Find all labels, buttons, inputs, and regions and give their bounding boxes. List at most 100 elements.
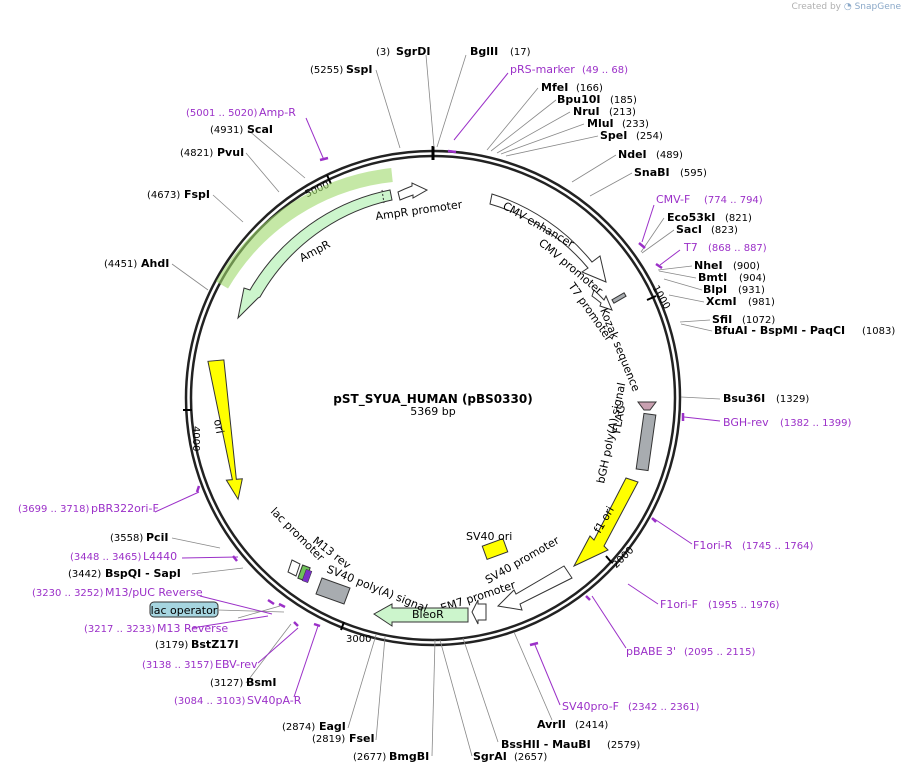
- lac-promoter-block: [287, 559, 301, 577]
- svg-text:SgrDI: SgrDI: [396, 45, 430, 58]
- enzyme-sfii[interactable]: SfiI(1072): [712, 313, 775, 326]
- cmv-enhancer-arrow: [489, 193, 607, 283]
- enzyme-pcii[interactable]: (3558)PciI: [110, 531, 168, 544]
- svg-text:(3217 .. 3233): (3217 .. 3233): [84, 624, 156, 635]
- primer-pbabe-3[interactable]: pBABE 3'(2095 .. 2115): [626, 645, 756, 658]
- primer-m13-puc-reverse[interactable]: (3230 .. 3252)M13/pUC Reverse: [32, 586, 203, 599]
- ori-label: ori: [211, 418, 226, 434]
- svg-text:(1072): (1072): [742, 315, 775, 326]
- svg-text:BfuAI - BspMI - PaqCI: BfuAI - BspMI - PaqCI: [714, 324, 845, 337]
- enzyme-drui[interactable]: NruI(213): [573, 105, 636, 118]
- lac-operator-leader: [217, 609, 285, 613]
- svg-text:(4821): (4821): [180, 148, 213, 159]
- primer-l4440[interactable]: (3448 .. 3465)L4440: [70, 550, 177, 563]
- plasmid-length: 5369 bp: [410, 405, 455, 418]
- t7-promoter-block: [611, 292, 627, 304]
- svg-text:NheI: NheI: [694, 259, 723, 272]
- svg-text:BlpI: BlpI: [703, 283, 727, 296]
- svg-text:ScaI: ScaI: [247, 123, 273, 136]
- svg-text:(2657): (2657): [514, 752, 547, 763]
- enzyme-eagi[interactable]: (2874) EagI: [282, 720, 346, 733]
- svg-text:EagI: EagI: [319, 720, 346, 733]
- svg-text:XcmI: XcmI: [706, 295, 737, 308]
- svg-text:(185): (185): [610, 95, 637, 106]
- svg-text:(2874): (2874): [282, 722, 315, 733]
- primer-f1ori-f[interactable]: F1ori-F(1955 .. 1976): [660, 598, 780, 611]
- enzyme-bpu10i[interactable]: Bpu10I(185): [557, 93, 637, 106]
- svg-text:(2095 .. 2115): (2095 .. 2115): [684, 647, 756, 658]
- enzyme-sgrai[interactable]: SgrAI(2657): [473, 750, 547, 763]
- tick-label-2000: 2000: [611, 545, 637, 571]
- primer-t7[interactable]: T7(868 .. 887): [683, 241, 767, 254]
- primer-sv40pa-r[interactable]: (3084 .. 3103)SV40pA-R: [174, 694, 302, 707]
- enzyme-bfuai-bspmi-paqci[interactable]: BfuAI - BspMI - PaqCI(1083): [714, 324, 895, 337]
- primer-amp-r[interactable]: (5001 .. 5020)Amp-R: [186, 106, 296, 119]
- enzyme-ndei[interactable]: NdeI(489): [618, 148, 683, 161]
- svg-text:(3448 .. 3465): (3448 .. 3465): [70, 552, 142, 563]
- svg-text:(823): (823): [711, 225, 738, 236]
- svg-text:CMV-F: CMV-F: [656, 193, 690, 206]
- enzyme-avrii[interactable]: AvrII(2414): [537, 718, 608, 731]
- enzyme-xcmi[interactable]: XcmI(981): [706, 295, 775, 308]
- enzyme-blpi[interactable]: BlpI(931): [703, 283, 765, 296]
- primer-m13-reverse[interactable]: (3217 .. 3233)M13 Reverse: [84, 622, 228, 635]
- svg-text:MfeI: MfeI: [541, 81, 568, 94]
- enzyme-bsmi[interactable]: (3127)BsmI: [210, 676, 277, 689]
- enzyme-pvui[interactable]: (4821)PvuI: [180, 146, 244, 159]
- primer-ebv-rev[interactable]: (3138 .. 3157)EBV-rev: [142, 658, 258, 671]
- enzyme-snabi[interactable]: SnaBI(595): [634, 166, 707, 179]
- enzyme-scai[interactable]: (4931) ScaI: [210, 123, 273, 136]
- svg-text:(3230 .. 3252): (3230 .. 3252): [32, 588, 104, 599]
- enzyme-bsu36i[interactable]: Bsu36I(1329): [723, 392, 809, 405]
- ampr-promoter-arrow: [397, 182, 429, 201]
- primer-prs-marker[interactable]: pRS-marker(49 .. 68): [510, 63, 628, 76]
- enzyme-sgrdi[interactable]: (3)SgrDI: [376, 45, 430, 58]
- svg-text:(868 .. 887): (868 .. 887): [708, 243, 767, 254]
- enzyme-bsshii-maubi[interactable]: BssHII - MauBI(2579): [501, 738, 640, 751]
- primer-sv40pro-f[interactable]: SV40pro-F(2342 .. 2361): [562, 700, 700, 713]
- svg-text:(2342 .. 2361): (2342 .. 2361): [628, 702, 700, 713]
- enzyme-bmgbi[interactable]: (2677)BmgBI: [353, 750, 429, 763]
- enzyme-bglii[interactable]: BglII(17): [470, 45, 531, 58]
- em7-promoter-arrow: [471, 599, 487, 625]
- svg-text:(2819): (2819): [312, 734, 345, 745]
- svg-text:NruI: NruI: [573, 105, 600, 118]
- svg-text:(49 .. 68): (49 .. 68): [582, 65, 628, 76]
- svg-text:(2579): (2579): [607, 740, 640, 751]
- svg-text:Amp-R: Amp-R: [259, 106, 296, 119]
- svg-text:(1745 .. 1764): (1745 .. 1764): [742, 541, 814, 552]
- enzyme-spei[interactable]: SpeI(254): [600, 129, 663, 142]
- sv40-ori-label: SV40 ori: [466, 530, 512, 543]
- primer-cmv-f[interactable]: CMV-F(774 .. 794): [656, 193, 763, 206]
- primer-marks: [195, 149, 685, 647]
- primer-pbr322ori-f[interactable]: (3699 .. 3718)pBR322ori-F: [18, 502, 159, 515]
- svg-text:BmtI: BmtI: [698, 271, 727, 284]
- plasmid-name: pST_SYUA_HUMAN (pBS0330): [333, 392, 532, 407]
- enzyme-fsei[interactable]: (2819)FseI: [312, 732, 375, 745]
- svg-text:(4931): (4931): [210, 125, 243, 136]
- ampr-promoter-label: AmpR promoter: [375, 198, 464, 223]
- svg-text:(3138 .. 3157): (3138 .. 3157): [142, 660, 214, 671]
- enzyme-bspqi-sapi[interactable]: (3442)BspQI - SapI: [68, 567, 181, 580]
- primer-f1ori-r[interactable]: F1ori-R(1745 .. 1764): [693, 539, 814, 552]
- enzyme-nhei[interactable]: NheI(900): [694, 259, 760, 272]
- enzyme-eco53ki[interactable]: Eco53kI(821): [667, 211, 752, 224]
- enzyme-mfei[interactable]: MfeI(166): [541, 81, 603, 94]
- primer-leaders: [154, 72, 721, 706]
- enzyme-saci[interactable]: SacI(823): [676, 223, 738, 236]
- sv40-ori-block: [481, 538, 509, 560]
- enzyme-fspi[interactable]: (4673) FspI: [147, 188, 210, 201]
- enzyme-bstz17i[interactable]: (3179)BstZ17I: [155, 638, 239, 651]
- enzyme-sspi[interactable]: (5255)SspI: [310, 63, 372, 76]
- svg-text:(1329): (1329): [776, 394, 809, 405]
- primer-bgh-rev[interactable]: BGH-rev(1382 .. 1399): [723, 416, 852, 429]
- sv40-promoter-arrow: [496, 565, 573, 611]
- lac-operator-box: [149, 601, 219, 618]
- enzyme-bmti[interactable]: BmtI(904): [698, 271, 766, 284]
- enzyme-mlui[interactable]: MluI(233): [587, 117, 649, 130]
- svg-text:NdeI: NdeI: [618, 148, 647, 161]
- svg-text:M13/pUC Reverse: M13/pUC Reverse: [105, 586, 203, 599]
- svg-text:FspI: FspI: [184, 188, 210, 201]
- svg-text:(4673): (4673): [147, 190, 180, 201]
- enzyme-ahdi[interactable]: (4451)AhdI: [104, 257, 169, 270]
